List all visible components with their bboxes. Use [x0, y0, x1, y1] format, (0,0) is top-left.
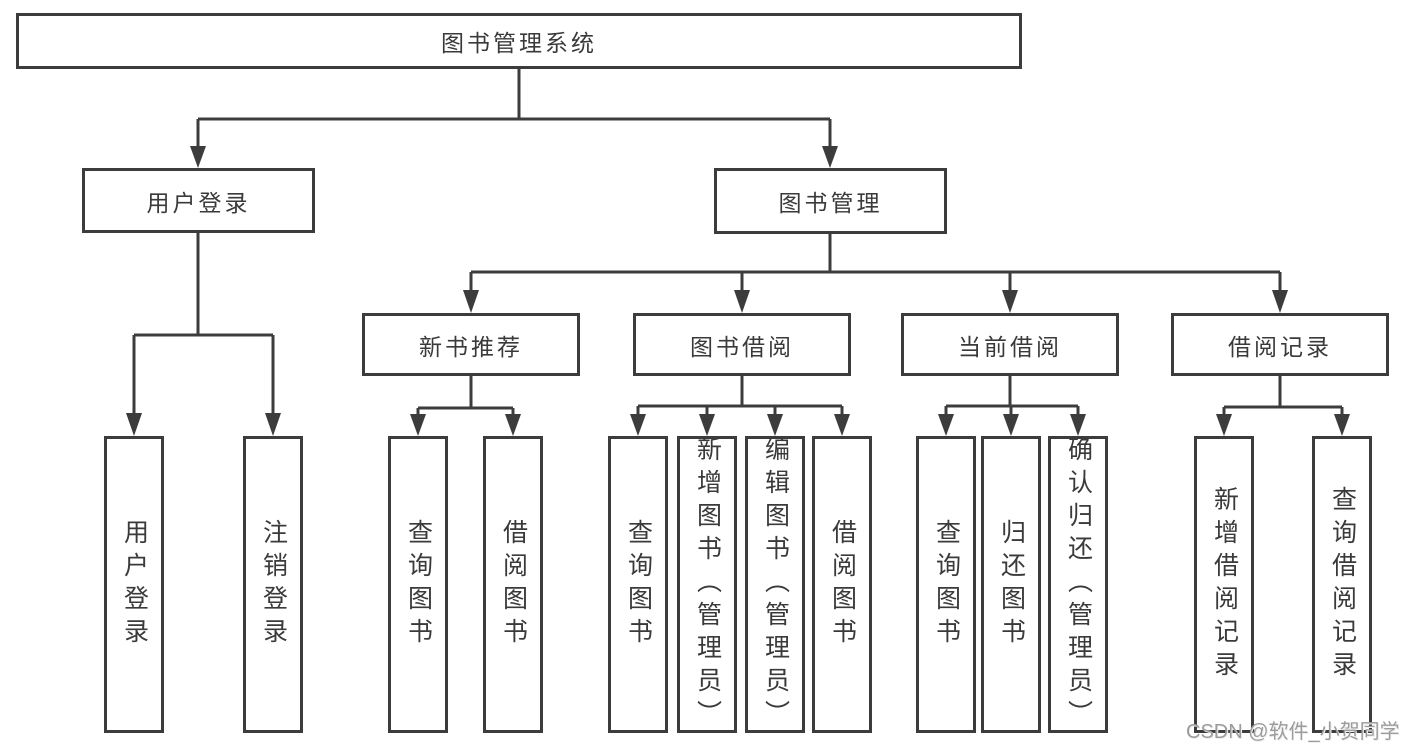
connector-current — [938, 376, 1086, 436]
leaf-borrow-books-1-label: 借阅图书 — [499, 518, 528, 651]
leaf-borrow-books-2: 借阅图书 — [812, 436, 872, 733]
node-user-login-label: 用户登录 — [146, 189, 251, 216]
leaf-user-login-label: 用户登录 — [120, 518, 149, 651]
leaf-return-books-label: 归还图书 — [997, 518, 1026, 651]
leaf-query-books-1: 查询图书 — [388, 436, 448, 733]
node-borrow-records: 借阅记录 — [1171, 313, 1389, 376]
leaf-query-borrow-record: 查询借阅记录 — [1312, 436, 1372, 733]
node-current-borrow-label: 当前借阅 — [958, 333, 1062, 360]
leaf-borrow-books-1: 借阅图书 — [483, 436, 543, 733]
node-borrow-records-label: 借阅记录 — [1228, 333, 1332, 360]
leaf-add-books-admin: 新增图书（管理员） — [677, 436, 737, 733]
leaf-borrow-books-2-label: 借阅图书 — [828, 518, 857, 651]
leaf-query-books-2: 查询图书 — [608, 436, 668, 733]
leaf-add-books-admin-label: 新增图书（管理员） — [693, 436, 722, 733]
node-new-book-recommend: 新书推荐 — [362, 313, 580, 376]
node-book-borrow-label: 图书借阅 — [690, 333, 794, 360]
connector-book-mgmt — [463, 234, 1288, 313]
node-user-login: 用户登录 — [82, 168, 315, 233]
node-book-mgmt: 图书管理 — [714, 168, 947, 234]
connector-user-login — [126, 233, 281, 436]
node-root-label: 图书管理系统 — [441, 30, 597, 56]
leaf-add-borrow-record: 新增借阅记录 — [1194, 436, 1254, 733]
leaf-user-login: 用户登录 — [104, 436, 164, 733]
node-book-borrow: 图书借阅 — [633, 313, 851, 376]
leaf-edit-books-admin: 编辑图书（管理员） — [745, 436, 805, 733]
connector-records — [1216, 376, 1350, 436]
node-new-book-label: 新书推荐 — [419, 333, 523, 360]
leaf-add-borrow-record-label: 新增借阅记录 — [1210, 485, 1239, 684]
leaf-query-books-3: 查询图书 — [916, 436, 976, 733]
connector-new-book — [410, 376, 521, 436]
leaf-query-borrow-record-label: 查询借阅记录 — [1328, 485, 1357, 684]
leaf-query-books-1-label: 查询图书 — [404, 518, 433, 651]
watermark: CSDN @软件_小贺同学 — [1186, 721, 1400, 743]
leaf-edit-books-admin-label: 编辑图书（管理员） — [761, 436, 790, 733]
leaf-confirm-return-admin-label: 确认归还（管理员） — [1064, 436, 1093, 733]
leaf-return-books: 归还图书 — [981, 436, 1041, 733]
leaf-query-books-2-label: 查询图书 — [624, 518, 653, 651]
leaf-confirm-return-admin: 确认归还（管理员） — [1048, 436, 1108, 733]
connector-root — [190, 69, 838, 168]
node-root-system: 图书管理系统 — [16, 13, 1022, 69]
connector-borrow — [630, 376, 850, 436]
node-book-mgmt-label: 图书管理 — [778, 190, 883, 216]
leaf-logout: 注销登录 — [243, 436, 303, 733]
node-current-borrow: 当前借阅 — [901, 313, 1119, 376]
leaf-logout-label: 注销登录 — [259, 518, 288, 651]
leaf-query-books-3-label: 查询图书 — [932, 518, 961, 651]
